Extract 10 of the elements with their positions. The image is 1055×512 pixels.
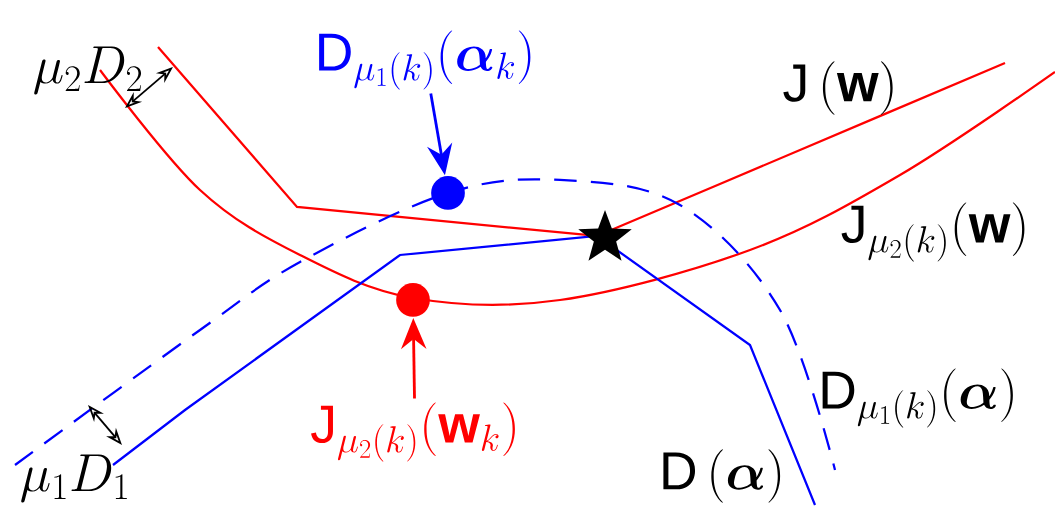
formula-label: $\mathrm{J}_{\mu_2(k)}(\mathbf{w})$ bbox=[841, 202, 1025, 262]
point-marker bbox=[396, 283, 430, 317]
formula-label: $\mathrm{D}_{\mu_1(k)}(\boldsymbol{\alpha})$ bbox=[822, 368, 1013, 428]
formula-label: $\mu_1 D_1$ bbox=[21, 454, 127, 503]
formula-label: $\mu_2 D_2$ bbox=[34, 46, 142, 95]
formula-label: $\mathrm{J}\,(\mathbf{w})$ bbox=[783, 61, 893, 115]
formula-label: $\mathrm{D}_{\mu_1(k)}(\boldsymbol{\alpha}_k)$ bbox=[319, 30, 531, 90]
point-marker bbox=[431, 176, 465, 210]
formula-label: $\mathrm{D}\,(\boldsymbol{\alpha})$ bbox=[663, 449, 781, 503]
formula-label: $\mathrm{J}_{\mu_2(k)}(\mathbf{w}_k)$ bbox=[311, 402, 515, 462]
